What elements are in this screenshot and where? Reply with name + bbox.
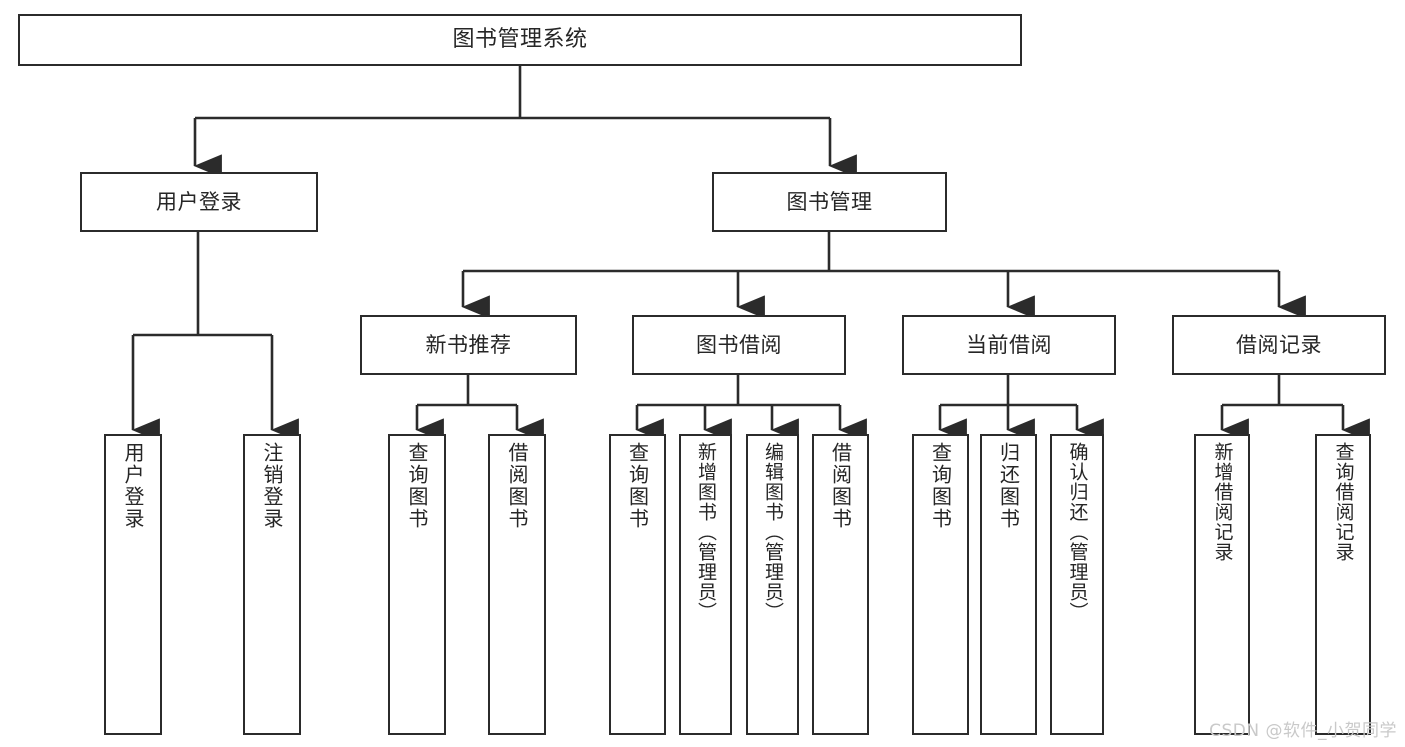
node-label: 新书推荐 bbox=[425, 332, 512, 357]
node-label: 查询图书 bbox=[405, 442, 429, 530]
leaf-book-borrow-add-admin[interactable]: 新增图书（管理员） bbox=[679, 434, 732, 735]
csdn-watermark: CSDN @软件_小贺同学 bbox=[1209, 721, 1397, 741]
leaf-current-borrow-return[interactable]: 归还图书 bbox=[980, 434, 1037, 735]
node-label: 查询借阅记录 bbox=[1332, 442, 1355, 562]
leaf-new-book-borrow[interactable]: 借阅图书 bbox=[488, 434, 546, 735]
node-label: 借阅图书 bbox=[828, 442, 853, 530]
node-label: 当前借阅 bbox=[966, 332, 1052, 357]
node-borrow-record[interactable]: 借阅记录 bbox=[1172, 315, 1386, 375]
node-label: 归还图书 bbox=[996, 442, 1021, 530]
node-label: 图书管理 bbox=[786, 189, 873, 214]
node-label: 借阅记录 bbox=[1236, 332, 1322, 357]
node-book-management[interactable]: 图书管理 bbox=[712, 172, 947, 232]
node-label: 图书管理系统 bbox=[452, 27, 588, 53]
node-label: 新增借阅记录 bbox=[1211, 442, 1234, 562]
node-label: 查询图书 bbox=[928, 442, 953, 530]
node-label: 用户登录 bbox=[121, 442, 145, 530]
leaf-borrow-record-query[interactable]: 查询借阅记录 bbox=[1315, 434, 1371, 735]
leaf-new-book-query[interactable]: 查询图书 bbox=[388, 434, 446, 735]
leaf-user-login-logout[interactable]: 注销登录 bbox=[243, 434, 301, 735]
node-label: 注销登录 bbox=[260, 442, 284, 530]
node-label: 新增图书（管理员） bbox=[694, 442, 717, 622]
leaf-book-borrow-borrow[interactable]: 借阅图书 bbox=[812, 434, 869, 735]
leaf-book-borrow-query[interactable]: 查询图书 bbox=[609, 434, 666, 735]
leaf-borrow-record-add[interactable]: 新增借阅记录 bbox=[1194, 434, 1250, 735]
node-label: 用户登录 bbox=[156, 189, 242, 214]
node-root-library-system[interactable]: 图书管理系统 bbox=[18, 14, 1022, 66]
leaf-current-borrow-query[interactable]: 查询图书 bbox=[912, 434, 969, 735]
node-new-book-recommend[interactable]: 新书推荐 bbox=[360, 315, 577, 375]
node-label: 编辑图书（管理员） bbox=[761, 442, 784, 622]
node-label: 借阅图书 bbox=[505, 442, 529, 530]
node-current-borrow[interactable]: 当前借阅 bbox=[902, 315, 1116, 375]
node-book-borrow[interactable]: 图书借阅 bbox=[632, 315, 846, 375]
leaf-user-login-login[interactable]: 用户登录 bbox=[104, 434, 162, 735]
node-user-login[interactable]: 用户登录 bbox=[80, 172, 318, 232]
node-label: 确认归还（管理员） bbox=[1066, 442, 1089, 622]
node-label: 图书借阅 bbox=[696, 332, 782, 357]
node-label: 查询图书 bbox=[625, 442, 650, 530]
leaf-current-borrow-confirm-admin[interactable]: 确认归还（管理员） bbox=[1050, 434, 1104, 735]
leaf-book-borrow-edit-admin[interactable]: 编辑图书（管理员） bbox=[746, 434, 799, 735]
